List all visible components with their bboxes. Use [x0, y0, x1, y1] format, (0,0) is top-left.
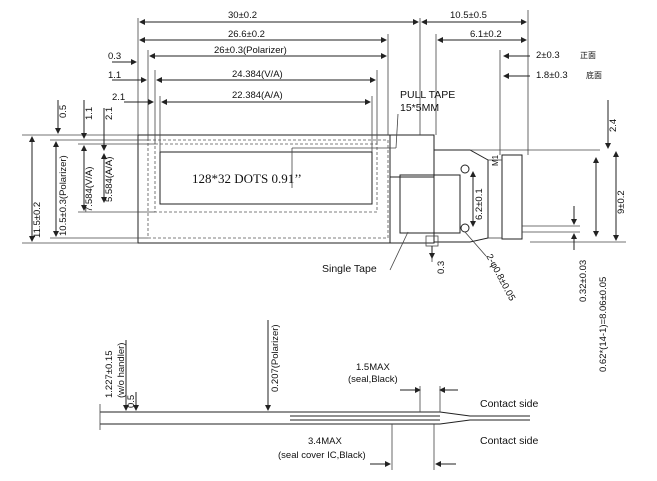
fpc-base	[389, 134, 435, 244]
dim-1-1: 1.1	[108, 70, 121, 81]
dim-0-3: 0.3	[108, 51, 121, 62]
pin-m1: M1	[491, 154, 500, 166]
dim-0-32: 0.32±0.03	[578, 260, 589, 302]
side-h-total: 1.227±0.15	[104, 351, 115, 398]
side-cover: 3.4MAX	[308, 436, 342, 447]
side-h-0-5: 0.5	[126, 395, 137, 408]
left-dimensions: 11.5±0.2 10.5±0.3(Polarizer) 7.584(V/A) …	[22, 100, 155, 244]
dim-5-584: 5.584(A/A)	[104, 157, 115, 202]
dim-1-8-bottom: 1.8±0.3	[536, 70, 568, 81]
dim-7-584: 7.584(V/A)	[84, 167, 95, 212]
dim-10-5: 10.5±0.5	[450, 10, 487, 21]
single-tape-label: Single Tape	[322, 263, 377, 275]
hole-top	[460, 164, 470, 174]
side-polarizer: 0.207(Polarizer)	[270, 324, 281, 392]
dim-v-1-1: 1.1	[84, 107, 95, 120]
side-seal-note: (seal,Black)	[348, 374, 398, 385]
contact-side-bottom: Contact side	[480, 435, 539, 447]
side-view: 1.227±0.15 (w/o handler) 0.5 0.207(Polar…	[99, 320, 539, 470]
dim-2-front: 2±0.3	[536, 50, 560, 61]
dim-pitch: 0.62*(14-1)=8.06±0.05	[598, 277, 609, 372]
dim-22-384: 22.384(A/A)	[232, 90, 283, 101]
pull-tape-size: 15*5MM	[400, 102, 439, 114]
dim-11-5: 11.5±0.2	[32, 202, 43, 238]
front-view	[137, 134, 523, 247]
dim-2-1: 2.1	[112, 92, 125, 103]
dim-v-2-1: 2.1	[104, 107, 115, 120]
dim-24-384: 24.384(V/A)	[232, 69, 283, 80]
dim-bottom-0-3: 0.3	[436, 261, 447, 274]
dim-6-1: 6.1±0.2	[470, 29, 502, 40]
side-cover-note: (seal cover IC,Black)	[278, 450, 366, 461]
display-label: 128*32 DOTS 0.91’’	[192, 171, 302, 186]
contact-side-top: Contact side	[480, 398, 539, 410]
dim-2-front-note: 正面	[580, 51, 596, 60]
polarizer-outline	[147, 139, 389, 239]
dim-2-4: 2.4	[608, 119, 619, 132]
dim-30: 30±0.2	[228, 10, 257, 21]
single-tape-area	[399, 174, 461, 234]
dim-26-6: 26.6±0.2	[228, 29, 265, 40]
dim-holes: 2-φ0.8±0.05	[483, 252, 517, 303]
dim-6-2: 6.2±0.1	[474, 188, 485, 220]
right-dimensions: 2.4 9±0.2 6.2±0.1 M1 0.32±0.03 0.62*(14-…	[429, 100, 627, 372]
dim-10-5-polarizer: 10.5±0.3(Polarizer)	[58, 155, 69, 236]
fpc-tail	[434, 149, 489, 243]
hole-bottom	[460, 223, 470, 233]
glass-outline	[137, 134, 391, 244]
top-dimensions: 30±0.2 26.6±0.2 26±0.3(Polarizer) 24.384…	[108, 10, 602, 155]
fpc-contacts	[501, 154, 523, 240]
viewing-area	[154, 143, 378, 213]
dim-v-0-5: 0.5	[58, 105, 69, 118]
pull-tape-label: PULL TAPE	[400, 89, 455, 101]
dim-9: 9±0.2	[616, 190, 627, 214]
active-area	[159, 151, 373, 205]
pull-tape-area	[389, 134, 435, 178]
side-h-total-note: (w/o handler)	[116, 343, 127, 398]
pull-tape-callout: PULL TAPE 15*5MM Single Tape	[291, 89, 455, 275]
side-seal: 1.5MAX	[356, 362, 390, 373]
dim-26-polarizer: 26±0.3(Polarizer)	[214, 45, 287, 56]
dim-1-8-bottom-note: 底面	[586, 70, 602, 80]
